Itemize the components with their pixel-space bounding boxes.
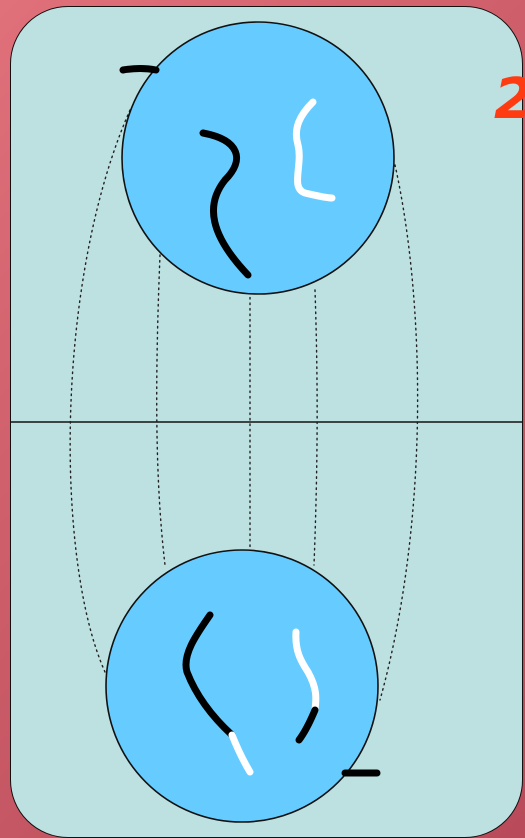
spindle-fiber-inner-left bbox=[157, 255, 165, 565]
spindle-fiber-outer-left bbox=[70, 110, 130, 672]
spindle-fiber-outer-right bbox=[380, 165, 418, 700]
spindle-fiber-inner-right bbox=[314, 290, 317, 565]
dark-chromatid-top-outside bbox=[123, 69, 156, 71]
bottom-cell bbox=[106, 550, 378, 822]
top-cell bbox=[122, 22, 394, 294]
